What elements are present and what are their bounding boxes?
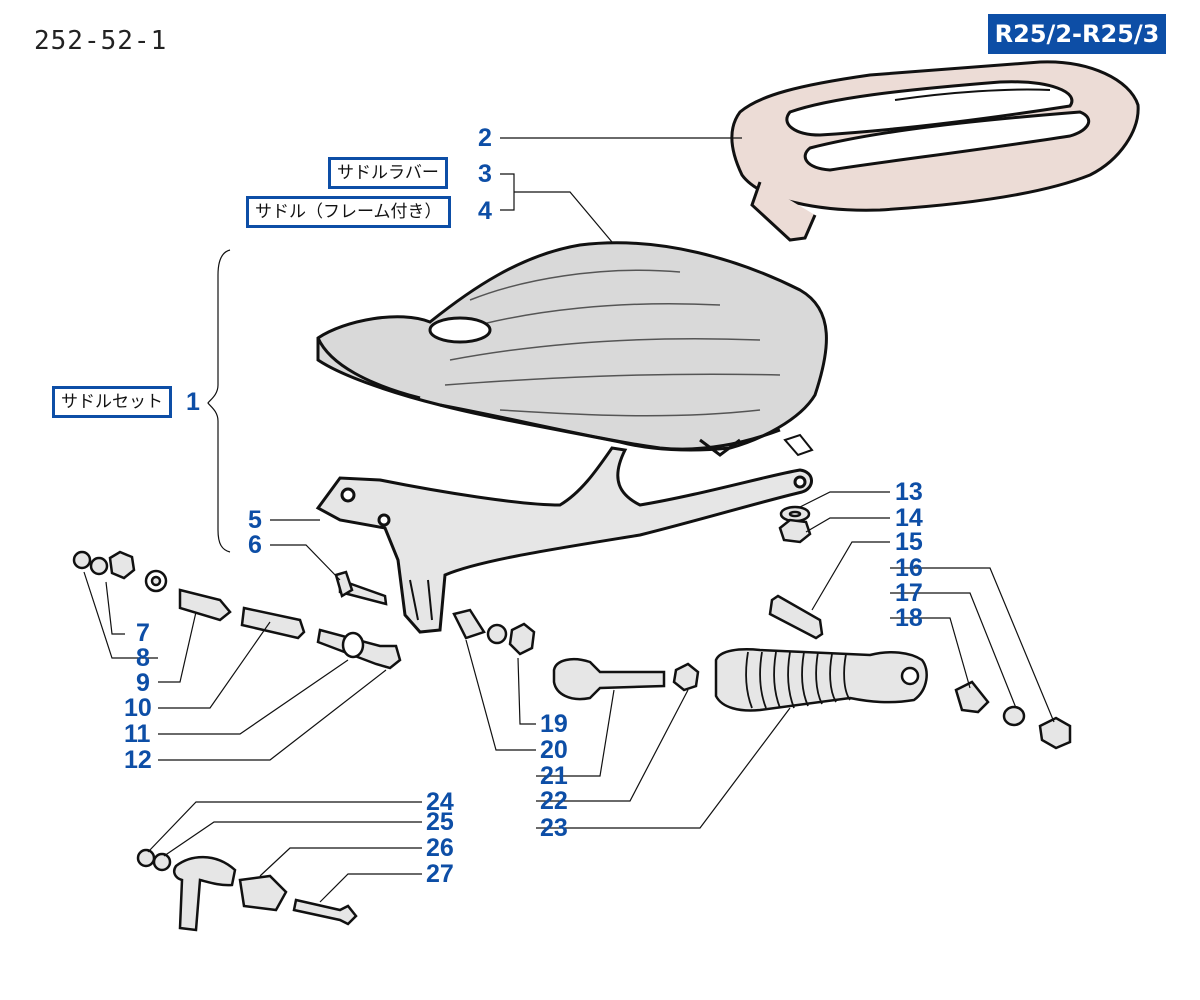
part-number-10: 10 xyxy=(124,694,152,722)
part-number-27: 27 xyxy=(426,860,454,888)
part-number-15: 15 xyxy=(895,528,923,556)
left-small-parts xyxy=(72,550,402,670)
part-number-9: 9 xyxy=(136,669,150,697)
part-number-21: 21 xyxy=(540,762,568,790)
leader-lines xyxy=(83,137,1055,903)
part-number-25: 25 xyxy=(426,808,454,836)
part-number-5: 5 xyxy=(248,506,262,534)
part-number-1: 1 xyxy=(186,388,200,416)
part-number-24: 24 xyxy=(426,788,454,816)
part-number-7: 7 xyxy=(136,619,150,647)
part-number-8: 8 xyxy=(136,644,150,672)
part-number-12: 12 xyxy=(124,746,152,774)
saddle-set-label: サドルセット xyxy=(52,386,172,418)
model-badge: R25/2-R25/3 xyxy=(988,14,1166,54)
part-number-3: 3 xyxy=(478,160,492,188)
part-number-4: 4 xyxy=(478,197,492,225)
part-number-6: 6 xyxy=(248,531,262,559)
saddle-frame xyxy=(315,446,813,634)
part-number-19: 19 xyxy=(540,710,568,738)
part-number-13: 13 xyxy=(895,478,923,506)
saddle-rubber-label: サドルラバー xyxy=(328,157,448,189)
part-number-2: 2 xyxy=(478,124,492,152)
part-number-22: 22 xyxy=(540,787,568,815)
luggage-rack xyxy=(730,60,1140,242)
part-number-23: 23 xyxy=(540,814,568,842)
page-code: 252-52-1 xyxy=(34,26,168,56)
saddle-with-frame-label: サドル（フレーム付き） xyxy=(246,196,451,228)
part-number-20: 20 xyxy=(540,736,568,764)
lower-left-parts xyxy=(136,848,358,932)
part-number-18: 18 xyxy=(895,604,923,632)
part-number-17: 17 xyxy=(895,579,923,607)
part-number-26: 26 xyxy=(426,834,454,862)
shock-absorber-parts xyxy=(452,505,1072,750)
part-number-16: 16 xyxy=(895,554,923,582)
part-number-11: 11 xyxy=(124,720,151,748)
saddle xyxy=(316,241,828,457)
part-number-14: 14 xyxy=(895,504,923,532)
